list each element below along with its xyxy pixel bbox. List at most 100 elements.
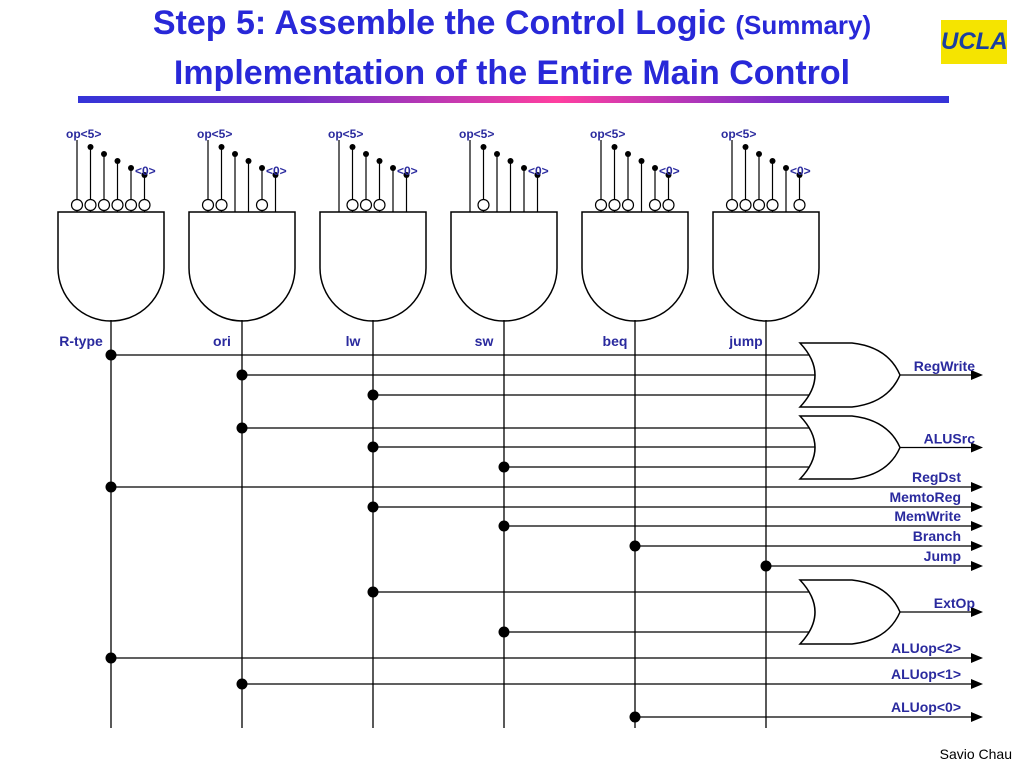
and-gate-body (581, 211, 689, 322)
output-label-aluop<1>: ALUop<1> (891, 666, 961, 682)
op-high-label: op<5> (590, 127, 625, 141)
junction-dot (367, 389, 379, 401)
inversion-bubble (346, 198, 359, 212)
input-tap-dot (665, 172, 672, 178)
or-gates (798, 342, 901, 645)
junction-dot (105, 481, 117, 493)
slide-subtitle: Implementation of the Entire Main Contro… (173, 54, 851, 92)
inversion-bubble (793, 198, 806, 212)
inversion-bubble (215, 198, 228, 212)
and-gate-lw: op<5> <0> lw (319, 127, 427, 349)
and-gate-body (57, 211, 165, 322)
inversion-bubble (766, 198, 779, 212)
inversion-bubble (477, 198, 490, 212)
input-tap-dot (390, 165, 396, 171)
gate-output-label: beq (603, 333, 628, 349)
and-gate-ori: op<5><0>ori (188, 127, 296, 349)
slide-title-main: Step 5: Assemble the Control Logic (152, 4, 726, 42)
inversion-bubble (608, 198, 621, 212)
output-arrowhead (971, 712, 983, 722)
slide-author: Savio Chau (939, 746, 1012, 762)
input-tap-dot (403, 172, 410, 178)
input-tap-dot (625, 151, 631, 157)
output-label-extop: ExtOp (934, 595, 975, 611)
input-tap-dot (480, 144, 487, 150)
input-tap-dot (769, 158, 776, 164)
output-label-alusrc: ALUSrc (924, 431, 976, 447)
output-label-regdst: RegDst (912, 469, 961, 485)
input-tap-dot (114, 158, 121, 164)
output-label-memtoreg: MemtoReg (889, 489, 961, 505)
output-arrowhead (971, 561, 983, 571)
op-high-label: op<5> (66, 127, 101, 141)
junction-dot (367, 501, 379, 513)
op-low-label: <0> (397, 164, 418, 178)
input-tap-dot (796, 172, 803, 178)
slide-title-suffix: (Summary) (735, 10, 872, 40)
op-low-label: <0> (266, 164, 287, 178)
input-tap-dot (87, 144, 94, 150)
junction-dot (236, 678, 248, 690)
input-tap-dot (376, 158, 383, 164)
input-tap-dot (756, 151, 762, 157)
and-gate-r-type: op<5> <0> R-type (57, 127, 165, 349)
output-label-aluop<0>: ALUop<0> (891, 699, 961, 715)
inversion-bubble (84, 198, 97, 212)
inversion-bubble (359, 198, 373, 212)
input-tap-dot (742, 144, 749, 150)
input-tap-dot (652, 165, 658, 171)
output-label-branch: Branch (913, 528, 961, 544)
inversion-bubble (739, 198, 752, 212)
input-tap-dot (128, 165, 134, 171)
junction-dot (760, 560, 772, 572)
gate-output-label: ori (213, 333, 231, 349)
and-gate-jump: op<5> <0> jump (712, 127, 820, 349)
or-gate-extop (798, 579, 901, 645)
ucla-logo: UCLA (941, 20, 1008, 64)
junction-dot (498, 626, 510, 638)
decoder-gates: op<5><0>R-typeop<5><0>oriop<5><0>lwop<5>… (57, 127, 820, 349)
op-high-label: op<5> (721, 127, 756, 141)
output-arrowhead (971, 502, 983, 512)
op-high-label: op<5> (328, 127, 363, 141)
op-low-label: <0> (135, 164, 156, 178)
output-label-regwrite: RegWrite (914, 358, 975, 374)
inversion-bubble (373, 198, 386, 212)
input-tap-dot (349, 144, 356, 150)
junction-dot (105, 652, 117, 664)
and-gate-sw: op<5><0>sw (450, 127, 558, 349)
input-tap-dot (638, 158, 645, 164)
input-tap-dot (101, 151, 107, 157)
or-gate-alusrc (798, 415, 901, 480)
and-gate-body (712, 211, 820, 322)
junction-dot (629, 711, 641, 723)
op-low-label: <0> (790, 164, 811, 178)
gate-output-label: lw (346, 333, 361, 349)
input-tap-dot (521, 165, 527, 171)
and-gate-body (450, 211, 558, 322)
inversion-bubble (124, 198, 138, 212)
input-tap-dot (232, 151, 238, 157)
output-arrowhead (971, 442, 983, 453)
input-tap-dot (218, 144, 225, 150)
or-gate-regwrite (798, 342, 901, 408)
input-tap-dot (259, 165, 265, 171)
gate-output-label: R-type (59, 333, 103, 349)
input-tap-dot (783, 165, 789, 171)
junction-dot (629, 540, 641, 552)
junction-dot (367, 586, 379, 598)
gate-output-label: jump (728, 333, 762, 349)
and-gate-body (188, 211, 296, 322)
output-arrowhead (971, 521, 983, 531)
output-arrowhead (971, 541, 983, 551)
inversion-bubble (70, 198, 84, 212)
inversion-bubble (138, 198, 151, 212)
op-high-label: op<5> (459, 127, 494, 141)
output-arrowhead (971, 607, 983, 617)
inversion-bubble (725, 198, 739, 212)
title-divider (78, 96, 949, 103)
slide-title: Step 5: Assemble the Control Logic (Summ… (0, 4, 1024, 43)
control-wires: RegWriteALUSrcRegDstMemtoRegMemWriteBran… (105, 320, 983, 728)
input-tap-dot (363, 151, 369, 157)
